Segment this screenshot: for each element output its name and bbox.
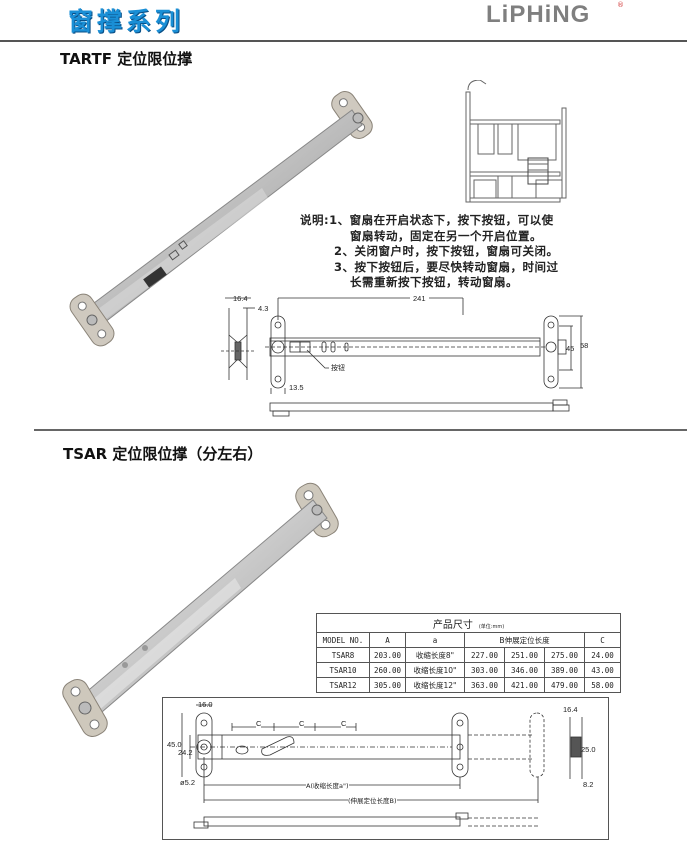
dim-16-4: 16.4 [233,294,248,303]
tsar-technical-drawing [181,704,583,829]
col-header-c: C [584,632,621,648]
brand-logo: LiPHiNG [486,1,591,28]
note-line: 说明:1、窗扇在开启状态下，按下按钮，可以使 [300,213,554,227]
dim-24-2: 24.2 [178,748,193,757]
table-row: TSAR10 260.00 收缩长度10" 303.00 346.00 389.… [316,662,621,678]
note-line: 窗扇转动，固定在另一个开启位置。 [350,228,542,243]
dim-8-2: 8.2 [583,780,594,789]
page-title: 窗撑系列 [68,7,185,36]
table-header-row: MODEL NO. A a B伸展定位长度 C [316,632,621,648]
tartf-product-photo [69,91,373,347]
col-header-a-lower: a [405,632,465,648]
tartf-technical-drawing [221,297,583,417]
dim-a-label: A(收缩长度a") [306,780,349,790]
col-header-a-upper: A [369,632,406,648]
dim-25-0: 25.0 [581,745,596,754]
col-header-model: MODEL NO. [316,632,370,648]
dim-c-2: C [299,719,305,728]
dim-hole-diameter: ø5.2 [180,778,196,787]
table-row: TSAR12 305.00 收缩长度12" 363.00 421.00 479.… [316,677,621,693]
registered-mark: ® [617,1,624,9]
section-title-tsar: TSAR 定位限位撑（分左右） [63,445,263,463]
note-line: 长需重新按下按钮，转动窗扇。 [350,275,518,290]
table-row: TSAR8 203.00 收缩长度8" 227.00 251.00 275.00… [316,647,621,663]
dim-45-0: 45.0 [167,740,182,749]
col-header-b: B伸展定位长度 [464,632,585,648]
section-divider [34,429,687,431]
dim-b-label: (伸展定位长度B) [348,795,397,805]
section-title-tartf: TARTF 定位限位撑 [60,50,193,68]
note-line: 2、关闭窗户时，按下按钮，窗扇可关闭。 [334,244,559,259]
table-caption: 产品尺寸(单位:mm) [316,613,621,633]
window-profile-section-drawing [465,80,567,203]
header-divider [0,40,687,42]
dim-241: 241 [410,294,429,303]
dim-16-0: 16.0 [198,700,213,709]
dim-16-4-side: 16.4 [563,705,578,714]
note-line: 3、按下按钮后，要尽快转动窗扇，时间过 [334,259,559,274]
dim-13-5: 13.5 [289,383,304,392]
dim-45: 45 [566,344,575,353]
dim-c-1: C [256,719,262,728]
dim-58: 58 [580,341,589,350]
tsar-product-photo [62,482,339,737]
product-dimensions-table: 产品尺寸(单位:mm) MODEL NO. A a B伸展定位长度 C TSAR… [316,613,621,693]
dim-c-3: C [341,719,347,728]
dim-4-3: 4.3 [258,304,269,313]
usage-notes: 说明:1、窗扇在开启状态下，按下按钮，可以使 窗扇转动，固定在另一个开启位置。 … [300,213,559,291]
tsar-drawing-frame [162,697,609,840]
button-callout-label: 按钮 [331,364,345,372]
